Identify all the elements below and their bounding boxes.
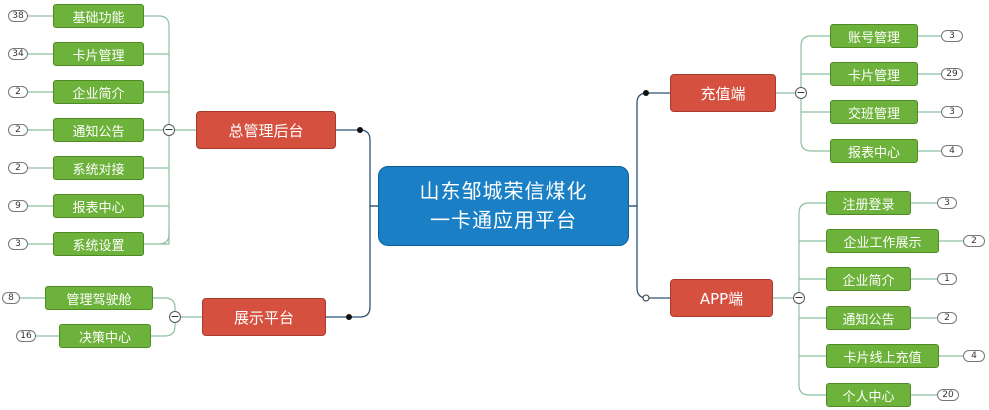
leaf-recharge-shift-management[interactable]: 交班管理 <box>830 100 918 124</box>
collapse-display-toggle[interactable]: − <box>169 310 181 323</box>
leaf-label: 注册登录 <box>842 197 895 213</box>
count-badge: 20 <box>937 389 959 401</box>
count-badge: 3 <box>8 238 28 250</box>
leaf-label: 报表中心 <box>847 145 900 161</box>
count-badge: 2 <box>963 235 985 247</box>
leaf-label: 系统设置 <box>72 238 125 254</box>
leaf-label: 企业简介 <box>72 86 125 102</box>
count-badge: 4 <box>941 145 963 157</box>
leaf-label: 卡片线上充值 <box>843 350 922 366</box>
count-badge: 3 <box>941 30 963 42</box>
leaf-label: 系统对接 <box>72 162 125 178</box>
count-badge: 8 <box>2 292 20 304</box>
leaf-display-decision-center[interactable]: 决策中心 <box>59 324 151 348</box>
leaf-app-company-work-display[interactable]: 企业工作展示 <box>826 229 939 253</box>
leaf-label: 企业简介 <box>842 273 895 289</box>
count-badge: 16 <box>16 330 36 342</box>
leaf-label: 决策中心 <box>78 330 131 346</box>
leaf-recharge-card-management[interactable]: 卡片管理 <box>830 62 918 86</box>
branch-display-label: 展示平台 <box>233 308 294 327</box>
count-badge: 9 <box>8 200 28 212</box>
count-badge: 2 <box>8 124 28 136</box>
count-badge: 29 <box>941 68 963 80</box>
branch-app[interactable]: APP端 <box>670 279 773 317</box>
leaf-admin-system-settings[interactable]: 系统设置 <box>53 232 144 256</box>
branch-admin-label: 总管理后台 <box>228 121 304 140</box>
leaf-admin-system-integration[interactable]: 系统对接 <box>53 156 144 180</box>
leaf-label: 管理驾驶舱 <box>66 292 132 308</box>
count-badge: 2 <box>8 86 28 98</box>
branch-recharge[interactable]: 充值端 <box>670 74 776 112</box>
leaf-display-cockpit[interactable]: 管理驾驶舱 <box>45 286 153 310</box>
central-topic-line-1: 山东邹城荣信煤化 <box>419 179 588 203</box>
leaf-label: 企业工作展示 <box>843 235 922 251</box>
count-badge: 1 <box>937 273 957 285</box>
count-badge: 2 <box>8 162 28 174</box>
count-badge: 3 <box>941 106 963 118</box>
leaf-app-notices[interactable]: 通知公告 <box>826 306 911 330</box>
leaf-app-company-profile[interactable]: 企业简介 <box>826 267 911 291</box>
count-badge: 38 <box>8 10 28 22</box>
leaf-label: 基础功能 <box>72 10 125 26</box>
leaf-admin-report-center[interactable]: 报表中心 <box>53 194 144 218</box>
collapse-app-toggle[interactable]: − <box>793 291 805 304</box>
leaf-admin-notices[interactable]: 通知公告 <box>53 118 144 142</box>
leaf-admin-card-management[interactable]: 卡片管理 <box>53 42 144 66</box>
leaf-label: 卡片管理 <box>72 48 125 64</box>
leaf-recharge-account-management[interactable]: 账号管理 <box>830 24 918 48</box>
branch-app-label: APP端 <box>699 289 744 308</box>
collapse-recharge-toggle[interactable]: − <box>795 86 807 99</box>
leaf-label: 账号管理 <box>847 30 900 46</box>
leaf-app-personal-center[interactable]: 个人中心 <box>826 383 911 407</box>
count-badge: 3 <box>937 197 957 209</box>
collapse-admin-toggle[interactable]: − <box>163 123 175 136</box>
leaf-label: 通知公告 <box>72 124 125 140</box>
count-badge: 4 <box>963 350 985 362</box>
count-badge: 2 <box>937 312 957 324</box>
branch-display[interactable]: 展示平台 <box>202 298 326 336</box>
leaf-admin-company-profile[interactable]: 企业简介 <box>53 80 144 104</box>
leaf-app-online-card-recharge[interactable]: 卡片线上充值 <box>826 344 939 368</box>
central-topic-line-2: 一卡通应用平台 <box>430 208 577 232</box>
count-badge: 34 <box>8 48 28 60</box>
leaf-label: 报表中心 <box>72 200 125 216</box>
leaf-label: 通知公告 <box>842 312 895 328</box>
branch-recharge-label: 充值端 <box>700 84 746 103</box>
leaf-label: 交班管理 <box>847 106 900 122</box>
leaf-app-register-login[interactable]: 注册登录 <box>826 191 911 215</box>
leaf-recharge-report-center[interactable]: 报表中心 <box>830 139 918 163</box>
leaf-label: 卡片管理 <box>847 68 900 84</box>
central-topic[interactable]: 山东邹城荣信煤化 一卡通应用平台 <box>378 166 629 246</box>
branch-admin[interactable]: 总管理后台 <box>196 111 336 149</box>
leaf-admin-basic-functions[interactable]: 基础功能 <box>53 4 144 28</box>
leaf-label: 个人中心 <box>842 389 895 405</box>
